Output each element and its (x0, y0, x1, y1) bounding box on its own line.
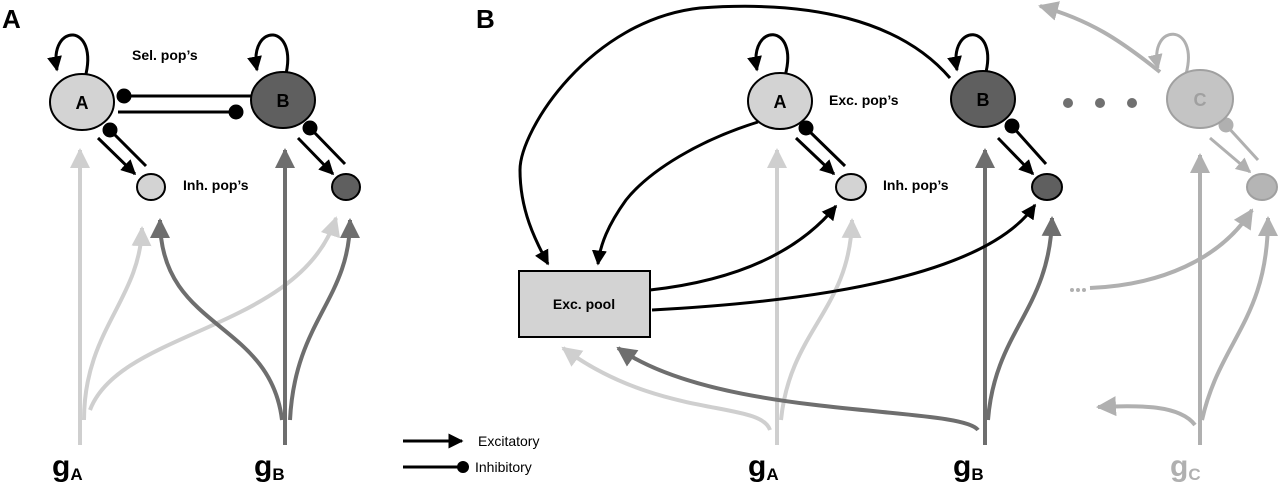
panel-a-sel-label: Sel. pop’s (132, 47, 198, 63)
panel-b-inh-label: Inh. pop’s (883, 177, 949, 193)
panel-b-self-loops (747, 33, 990, 77)
panel-a-inh-a (136, 173, 166, 201)
panel-a-node-a-label: A (76, 93, 89, 113)
panel-b-exc-pool (518, 270, 651, 338)
panel-a-local-connections (96, 120, 347, 176)
panel-b-ellipsis (1063, 98, 1137, 108)
panel-b-node-a-label: A (774, 92, 787, 112)
panel-a-inh-label: Inh. pop’s (183, 177, 249, 193)
panel-b-input-c-lines (1038, 1, 1278, 445)
panel-b-node-b (950, 70, 1016, 128)
legend-excitatory: Excitatory (478, 433, 539, 449)
legend: Excitatory Inhibitory (403, 433, 539, 475)
panel-b-exc-pool-label: Exc. pool (553, 296, 615, 312)
panel-b-input-c-label: gC (1170, 450, 1201, 484)
panel-b-c-local (1147, 32, 1260, 174)
panel-b-letter: B (476, 4, 495, 34)
panel-b-input-a-lines (561, 148, 862, 445)
panel-b-inh-a (835, 173, 867, 201)
panel-b-local-connections (794, 118, 1048, 176)
panel-a-letter: A (2, 4, 21, 34)
panel-a-node-b (250, 71, 316, 129)
panel-a-inh-b (331, 173, 361, 201)
panel-b-node-a (747, 72, 813, 130)
panel-a-mutual-inhibition (116, 88, 252, 120)
panel-b-pool-connections (518, 4, 1037, 312)
panel-a-input-a-label: gA (52, 450, 83, 484)
panel-a-node-a (49, 73, 115, 131)
panel-b-exc-label: Exc. pop’s (829, 92, 899, 108)
panel-a-self-loops (47, 33, 290, 79)
panel-b-inh-b (1031, 173, 1063, 201)
panel-b-dotted-input (1070, 288, 1086, 292)
panel-a-node-b-label: B (277, 91, 290, 111)
panel-b-node-c-label: C (1194, 90, 1207, 110)
panel-a-input-b-label: gB (254, 450, 285, 484)
panel-b-node-b-label: B (977, 90, 990, 110)
panel-b-node-c (1166, 69, 1234, 129)
legend-inhibitory: Inhibitory (475, 459, 532, 475)
panel-a-input-a-lines (70, 148, 340, 445)
panel-a-input-b-lines (150, 148, 360, 445)
panel-b-input-b-lines (616, 148, 1062, 445)
panel-b-input-b-label: gB (953, 450, 984, 484)
panel-b-input-a-label: gA (748, 450, 779, 484)
panel-b-inh-c (1246, 173, 1278, 201)
